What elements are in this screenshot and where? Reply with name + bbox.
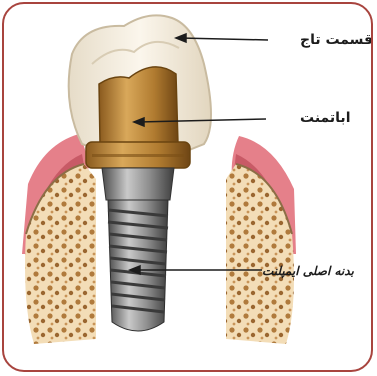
label-crown: قسمت تاج (300, 32, 373, 48)
label-abutment: اباتمنت (300, 110, 351, 126)
label-implant-body: بدنه اصلی ایمپلنت (262, 264, 354, 278)
abutment (99, 67, 178, 144)
implant-neck (102, 168, 174, 200)
implant-illustration (4, 4, 373, 372)
diagram-frame: قسمت تاج اباتمنت بدنه اصلی ایمپلنت (2, 2, 373, 372)
